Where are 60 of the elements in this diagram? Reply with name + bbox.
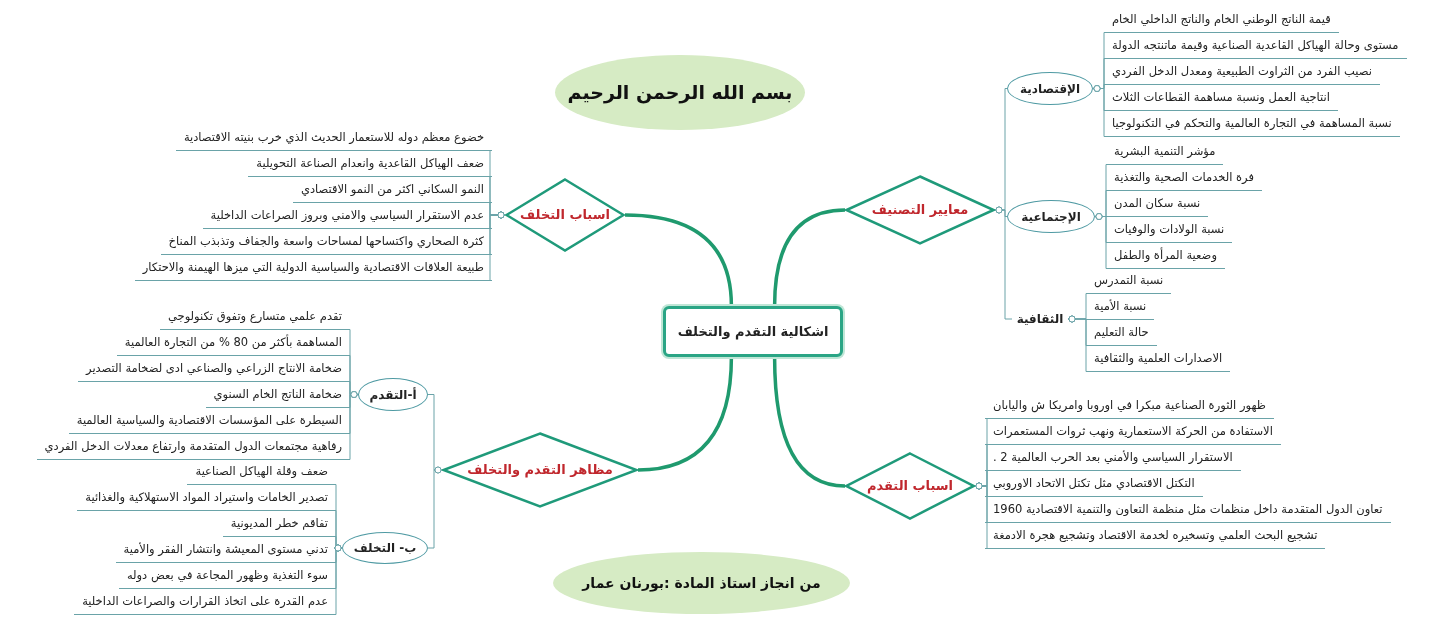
connector-curve <box>772 356 846 488</box>
branch-text: كثرة الصحاري واكتساحها لمساحات واسعة والجفاف وتذبذب المناخ <box>160 230 492 255</box>
credit-ellipse: من انجاز استاذ المادة :بورنان عمار <box>553 552 850 614</box>
branch-text: تشجيع البحث العلمي وتسخيره لخدمة الاقتصاد وتشجيع هجرة الادمغة <box>985 524 1326 549</box>
connector-line <box>1067 315 1087 372</box>
topic-diamond: اسباب التخلف <box>505 178 625 252</box>
connector-line <box>1094 213 1107 269</box>
branch-text: التكتل الاقتصادي مثل تكتل الاتحاد الاوروبي <box>985 472 1203 497</box>
title-ellipse: بسم الله الرحمن الرحيم <box>555 55 805 130</box>
branch-text: طبيعة العلاقات الاقتصادية والسياسية الدولية التي ميزها الهيمنة والاحتكار <box>134 256 492 281</box>
branch-text: انتاجية العمل ونسبة مساهمة القطاعات الثلاث <box>1104 86 1338 111</box>
topic-diamond: معايير التصنيف <box>845 175 995 245</box>
branch-text: ضخامة الناتج الخام السنوي <box>205 383 350 408</box>
branch-text: وضعية المرأة والطفل <box>1106 244 1225 269</box>
branch-text: مستوى وحالة الهياكل القاعدية الصناعية وقيمة ماتنتجه الدولة <box>1104 34 1407 59</box>
branch-text: ضخامة الانتاج الزراعي والصناعي ادى لضخامة التصدير <box>78 357 350 382</box>
topic-diamond: مظاهر التقدم والتخلف <box>442 432 638 508</box>
branch-text: الاستقرار السياسي والأمني بعد الحرب العالمية 2 . <box>985 446 1241 471</box>
branch-text: الاستفادة من الحركة الاستعمارية ونهب ثروات المستعمرات <box>985 420 1281 445</box>
connector-curve <box>624 213 734 307</box>
branch-text: نصيب الفرد من الثراوت الطبيعية ومعدل الدخل الفردي <box>1104 60 1380 85</box>
branch-text: فرة الخدمات الصحية والتغذية <box>1106 166 1262 191</box>
connector-line <box>427 466 443 549</box>
subtopic-ellipse: الإجتماعية <box>1007 200 1095 233</box>
branch-text: نسبة الولادات والوفيات <box>1106 218 1233 243</box>
central-topic-box: اشكالية التقدم والتخلف <box>663 306 843 357</box>
branch-text: نسبة المساهمة في التجارة العالمية والتحكم في التكنولوجيا <box>1104 112 1400 137</box>
branch-text: تقدم علمي متسارع وتفوق تكنولوجي <box>159 305 350 330</box>
connector-line <box>1092 85 1105 137</box>
topic-diamond: اسباب التقدم <box>845 452 975 520</box>
branch-text: نسبة سكان المدن <box>1106 192 1209 217</box>
subtopic-ellipse: ب- التخلف <box>342 532 428 564</box>
branch-text: عدم الاستقرار السياسي والامني وبروز الصراعات الداخلية <box>202 204 492 229</box>
subtopic-ellipse: الإقتصادية <box>1007 72 1093 105</box>
branch-text: المساهمة بأكثر من 80 % من التجارة العالمية <box>116 331 350 356</box>
branch-text: تفاقم خطر المديونية <box>222 512 336 537</box>
branch-text: ظهور الثورة الصناعية مبكرا في اوروبا وامريكا ش واليابان <box>985 394 1274 419</box>
branch-text: ضعف الهياكل القاعدية وانعدام الصناعة التحويلية <box>248 152 492 177</box>
branch-text: نسبة الأمية <box>1086 295 1155 320</box>
branch-text: قيمة الناتج الوطني الخام والناتج الداخلي الخام <box>1104 8 1339 33</box>
branch-text: عدم القدرة على اتخاذ القرارات والصراعات الداخلية <box>74 590 336 615</box>
branch-text: حالة التعليم <box>1086 321 1157 346</box>
branch-text: مؤشر التنمية البشرية <box>1106 140 1224 165</box>
branch-text: سوء التغذية وظهور المجاعة في بعض دوله <box>118 564 336 589</box>
branch-text: رفاهية مجتمعات الدول المتقدمة وارتفاع معدلات الدخل الفردي <box>36 435 350 460</box>
connector-line <box>994 206 1013 320</box>
branch-text: السيطرة على المؤسسات الاقتصادية والسياسية العالمية <box>68 409 350 434</box>
branch-text: الاصدارات العلمية والثقافية <box>1086 347 1231 372</box>
branch-text: نسبة التمدرس <box>1086 269 1172 294</box>
branch-text: تصدير الخامات واستيراد المواد الاستهلاكية والغذائية <box>77 486 336 511</box>
branch-text: تعاون الدول المتقدمة داخل منظمات مثل منظمة التعاون والتنمية الاقتصادية 1960 <box>985 498 1391 523</box>
branch-text: خضوع معظم دوله للاستعمار الحديث الذي خرب بنيته الاقتصادية <box>175 126 492 151</box>
subtopic-label: الثقافية <box>1012 306 1068 332</box>
branch-text: ضعف وقلة الهياكل الصناعية <box>187 460 336 485</box>
connector-curve <box>772 208 846 307</box>
connector-line <box>349 391 359 460</box>
branch-text: تدني مستوى المعيشة وانتشار الفقر والأمية <box>115 538 336 563</box>
connector-curve <box>637 356 734 472</box>
subtopic-ellipse: أ-التقدم <box>358 378 428 411</box>
branch-text: النمو السكاني اكثر من النمو الاقتصادي <box>292 178 492 203</box>
